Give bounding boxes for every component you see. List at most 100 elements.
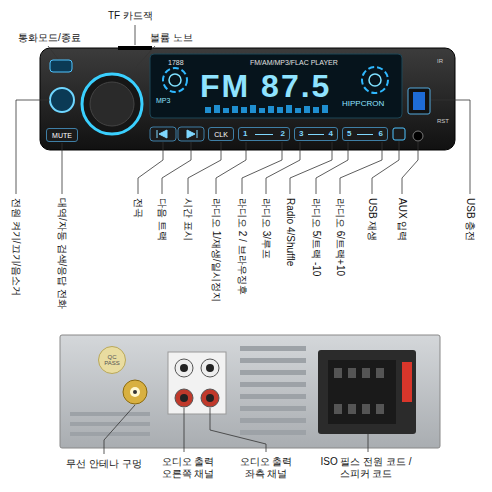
radio-art	[266, 142, 300, 194]
radio-art	[205, 107, 211, 113]
front-panel-body	[40, 46, 455, 150]
radio-art	[133, 390, 137, 394]
radio-art	[334, 368, 342, 378]
button-label: 2	[281, 130, 285, 138]
button-label: 5	[347, 130, 351, 138]
button-callout: 전곡	[132, 198, 144, 218]
radio-art	[376, 368, 384, 378]
reset-label: RST	[437, 118, 449, 124]
radio-art	[240, 430, 306, 435]
fuse	[402, 362, 412, 402]
button-callout: 전원 켜기/끄기/음소거	[10, 198, 22, 296]
radio-art	[90, 82, 134, 126]
button-callout: 라디오 3/루프	[260, 198, 272, 259]
radio-art	[240, 406, 306, 411]
mute-button: MUTE	[46, 128, 78, 142]
radio-art	[40, 48, 455, 150]
iso-connector	[318, 350, 416, 434]
radio-art	[241, 107, 247, 113]
key-divider	[255, 134, 273, 135]
rca-jack	[175, 359, 193, 377]
preset-key: 34	[294, 127, 338, 141]
usb-port	[408, 88, 430, 114]
radio-art	[362, 368, 370, 378]
preset-key: 56	[342, 127, 388, 141]
player-title: FM/AM/MP3/FLAC PLAYER	[250, 59, 338, 66]
button-callout: 라디오 5/트랙 -10	[310, 198, 322, 276]
radio-art	[70, 432, 150, 436]
part-callout: 오디오 출력 오른쪽 채널	[156, 456, 220, 480]
antenna-hole	[123, 380, 147, 404]
radio-art	[334, 368, 384, 414]
radio-art	[259, 108, 265, 113]
radio-art	[206, 394, 214, 402]
leader-lines	[16, 25, 470, 454]
next-button	[178, 127, 204, 141]
button-callout: 시간 표시	[182, 198, 194, 241]
ir-label: IR	[437, 58, 443, 64]
part-callout: TF 카드잭	[108, 10, 153, 22]
rca-jack	[201, 359, 219, 377]
button-callout: 라디오 2 / 브라우징후	[236, 198, 248, 295]
radio-art	[169, 74, 181, 86]
prev-icon	[157, 130, 167, 138]
radio-art	[210, 408, 266, 452]
radio-art	[368, 434, 369, 452]
radio-art	[369, 74, 381, 86]
front-panel: 1788FM/AM/MP3/FLAC PLAYERFM 87.5MP3HIPPC…	[40, 48, 455, 150]
part-callout: 오디오 출력 좌측 채널	[234, 456, 298, 480]
radio-art	[328, 360, 396, 424]
radio-art	[223, 108, 229, 113]
display	[150, 54, 402, 118]
rca-jack	[175, 389, 193, 407]
radio-art	[348, 404, 356, 414]
radio-art	[313, 107, 319, 113]
aux-jack	[413, 131, 423, 141]
button-callout: 대역/자동 검색/응답 전화	[56, 198, 68, 309]
radio-art	[240, 418, 306, 423]
key-divider	[308, 134, 323, 135]
radio-art	[138, 142, 163, 194]
sticker-text: QC PASS	[99, 354, 125, 366]
button-label: 6	[379, 130, 383, 138]
radio-art	[135, 25, 136, 45]
equalizer-bars	[205, 105, 328, 113]
button-label: 3	[299, 130, 303, 138]
radio-art	[180, 394, 188, 402]
key-divider	[357, 134, 373, 135]
radio-art	[290, 142, 332, 194]
radio-art	[304, 106, 310, 113]
display-readout: FM 87.5	[200, 70, 331, 102]
radio-art	[130, 387, 140, 397]
radio-art	[240, 346, 306, 351]
button-callout: AUX 입력	[396, 198, 408, 241]
radio-art	[316, 142, 348, 194]
button-callout: 다음 트랙	[156, 198, 168, 241]
qc-sticker: QC PASS	[98, 346, 126, 374]
tf-slot	[118, 46, 152, 50]
radio-art	[240, 370, 306, 375]
radio-art	[348, 368, 356, 378]
radio-art	[184, 408, 185, 452]
radio-art	[277, 107, 283, 113]
prev-button	[150, 127, 176, 141]
radio-art	[104, 405, 135, 454]
clock-button: CLK	[208, 127, 234, 141]
radio-art	[322, 105, 328, 113]
power-button	[50, 88, 74, 112]
radio-art	[16, 100, 50, 194]
radio-art	[240, 394, 306, 399]
radio-art	[340, 142, 382, 194]
radio-art	[286, 105, 292, 113]
next-icon	[187, 130, 197, 138]
radio-art	[372, 141, 399, 194]
radio-art	[180, 364, 188, 372]
radio-art	[128, 46, 155, 76]
button-callout: USB 재생	[366, 198, 378, 241]
back-panel	[60, 335, 440, 448]
radio-art	[242, 142, 282, 194]
radio-art	[240, 358, 306, 363]
volume-knob	[82, 74, 142, 134]
button-label: MUTE	[52, 132, 72, 139]
